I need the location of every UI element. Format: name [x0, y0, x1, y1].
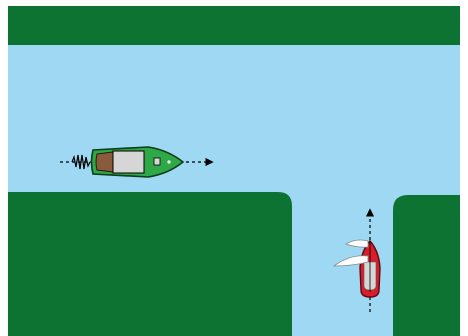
land-top [8, 6, 460, 45]
motorboat-bow-dot [167, 160, 170, 163]
land-bottom-left [8, 192, 292, 336]
motorboat-engine [96, 152, 113, 172]
land-bottom-right [393, 195, 460, 336]
motorboat-hatch [154, 158, 160, 165]
motorboat-cabin [113, 151, 144, 173]
